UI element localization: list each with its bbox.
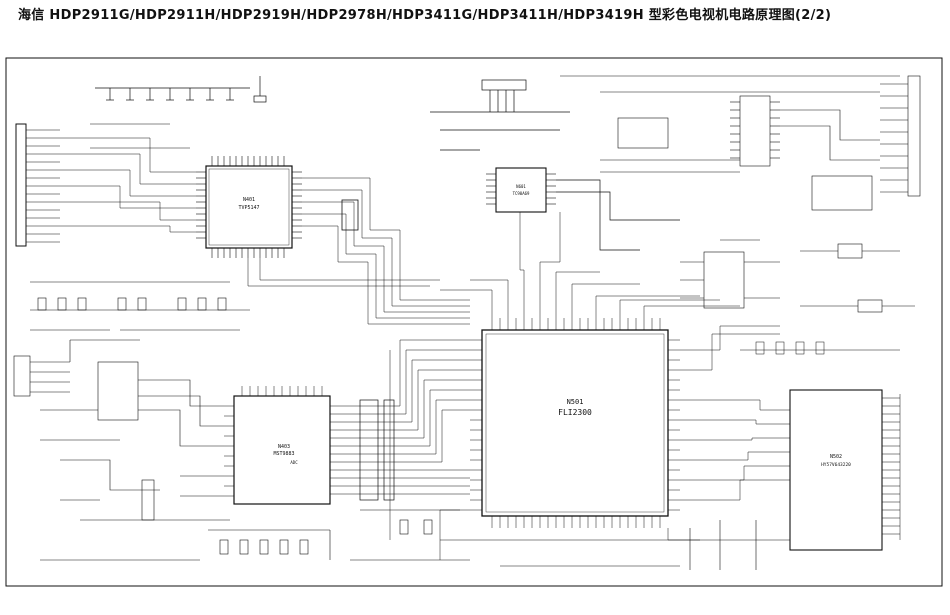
top-center-connector	[430, 79, 680, 251]
chip-n401-ref: N401	[243, 197, 255, 203]
data-bus-n403-n501	[340, 339, 470, 560]
chip-n401: N401 TVP5147	[196, 156, 302, 258]
chip-n401-part: TVP5147	[238, 205, 259, 211]
power-rail-top-left	[95, 76, 267, 103]
component-row-mid-left	[30, 281, 250, 331]
regulator-area	[680, 239, 915, 313]
data-bus-n401	[247, 177, 470, 325]
chip-n403-part: MST9883	[273, 451, 294, 457]
input-connector	[15, 123, 60, 247]
chip-n501: N501 FLI2300	[470, 318, 680, 528]
chip-n501-ref: N501	[567, 398, 584, 406]
chip-n403: N403 MST9883 ADC	[224, 386, 340, 505]
chip-n502-ref: N502	[830, 454, 842, 460]
bottom-center-parts	[350, 509, 757, 570]
chip-n601-ref: N601	[516, 184, 526, 189]
chip-n601: N601 TC90A69	[486, 167, 556, 213]
chip-n403-sub: ADC	[290, 460, 298, 465]
chip-n501-part: FLI2300	[558, 408, 592, 417]
data-bus-n501-top	[440, 212, 740, 318]
data-bus-n501-n502	[667, 325, 900, 541]
lower-left-circuit	[13, 339, 331, 561]
chip-n403-ref: N403	[278, 444, 290, 450]
schematic-border	[5, 57, 943, 587]
page-title: 海信 HDP2911G/HDP2911H/HDP2919H/HDP2978H/H…	[18, 8, 832, 23]
top-right-block	[560, 75, 921, 211]
chip-n502-part: HY57V643220	[821, 462, 851, 468]
signal-wires-left	[60, 123, 196, 233]
chip-n502: N502 HY57V643220	[789, 389, 901, 551]
chip-n601-part: TC90A69	[513, 191, 530, 196]
